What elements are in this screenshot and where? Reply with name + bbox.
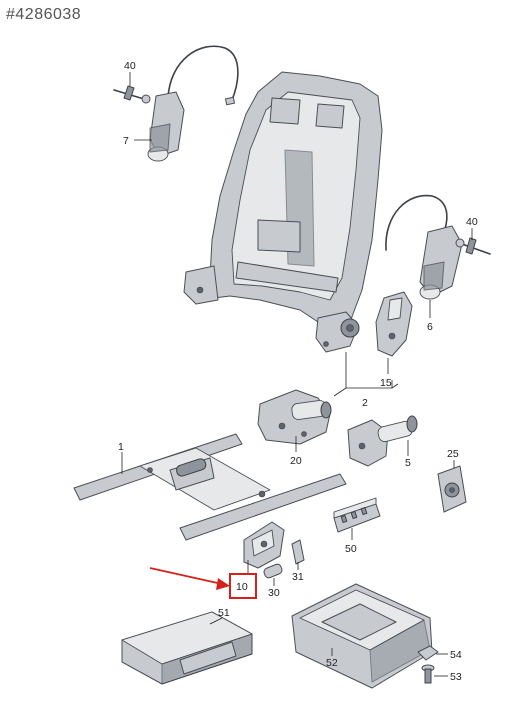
part-5-adjuster[interactable] xyxy=(347,415,418,467)
label-5[interactable]: 5 xyxy=(405,457,411,469)
label-53[interactable]: 53 xyxy=(450,671,462,683)
highlight-box xyxy=(229,573,257,599)
part-31-clip[interactable] xyxy=(291,539,305,565)
part-25-switch[interactable] xyxy=(437,465,467,513)
part-10-bracket[interactable] xyxy=(243,521,285,569)
part-30-clip[interactable] xyxy=(263,563,283,579)
label-25[interactable]: 25 xyxy=(447,448,459,460)
part-6-motor[interactable] xyxy=(385,194,463,300)
label-40-left[interactable]: 40 xyxy=(124,60,136,72)
label-15[interactable]: 15 xyxy=(380,377,392,389)
highlight-arrow xyxy=(149,567,230,590)
label-6[interactable]: 6 xyxy=(427,321,433,333)
label-50[interactable]: 50 xyxy=(345,543,357,555)
part-20-adjuster[interactable] xyxy=(257,389,332,445)
label-31[interactable]: 31 xyxy=(292,571,304,583)
part-40-bolt-right[interactable] xyxy=(455,237,491,255)
label-7[interactable]: 7 xyxy=(123,135,129,147)
label-51[interactable]: 51 xyxy=(218,607,230,619)
label-40-right[interactable]: 40 xyxy=(466,216,478,228)
part-50-connector[interactable] xyxy=(333,497,381,533)
label-54[interactable]: 54 xyxy=(450,649,462,661)
part-labels: 40 7 40 6 15 2 1 20 5 25 50 10 30 31 51 … xyxy=(118,60,478,683)
part-54-nut[interactable] xyxy=(417,645,439,661)
seat-backrest-frame[interactable] xyxy=(183,71,383,353)
part-15-bracket[interactable] xyxy=(375,291,413,357)
label-2[interactable]: 2 xyxy=(362,397,368,409)
label-20[interactable]: 20 xyxy=(290,455,302,467)
part-1-seat-rail[interactable] xyxy=(73,433,347,541)
part-40-bolt-left[interactable] xyxy=(113,85,151,104)
part-51-control-unit[interactable] xyxy=(121,611,253,685)
leader-lines xyxy=(121,72,473,677)
part-7-motor[interactable] xyxy=(147,45,239,162)
part-53-bolt[interactable] xyxy=(421,664,435,684)
part-52-seat-pan[interactable] xyxy=(291,583,433,689)
diagram-id-label: #4286038 xyxy=(6,6,82,23)
label-30[interactable]: 30 xyxy=(268,587,280,599)
label-10[interactable]: 10 xyxy=(236,581,248,593)
label-1[interactable]: 1 xyxy=(118,441,124,453)
label-52[interactable]: 52 xyxy=(326,657,338,669)
